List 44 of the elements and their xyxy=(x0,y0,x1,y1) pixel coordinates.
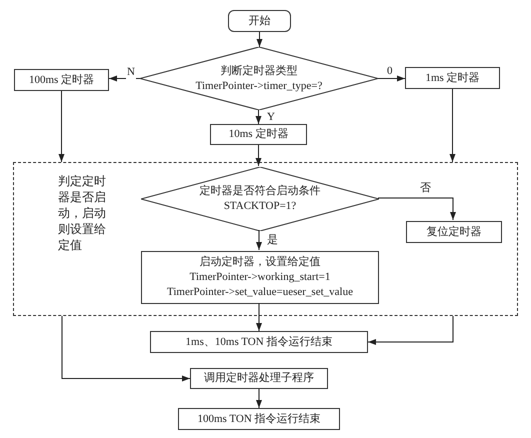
process-box xyxy=(405,67,500,89)
arrow xyxy=(108,76,140,82)
group-note: 判定定时器是否启动，启动则设置给定值 xyxy=(58,173,107,253)
arrow xyxy=(450,88,456,162)
dashed-group-box xyxy=(13,162,518,316)
node-text: 开始 xyxy=(248,14,270,28)
node-text: 调用定时器处理子程序 xyxy=(204,371,314,386)
node-text: 10ms 定时器 xyxy=(228,127,288,142)
process-box xyxy=(406,221,502,243)
arrow xyxy=(62,316,190,382)
process-box xyxy=(178,408,340,430)
arrow xyxy=(378,76,406,82)
node-text: 1ms 定时器 xyxy=(425,70,480,86)
arrow xyxy=(256,388,262,408)
node-text: 100ms TON 指令运行结束 xyxy=(197,412,321,426)
process-box xyxy=(150,331,368,353)
process-box xyxy=(14,69,109,91)
arrow xyxy=(368,316,454,345)
arrow xyxy=(58,90,64,162)
process-box xyxy=(190,368,328,389)
arrow xyxy=(256,302,262,332)
node-text: 复位定时器 xyxy=(426,224,482,240)
decision-diamond xyxy=(140,47,378,110)
node-text: 1ms、10ms TON 指令运行结束 xyxy=(186,334,332,350)
process-box xyxy=(141,251,379,304)
decision-diamond xyxy=(141,167,379,231)
process-box xyxy=(210,124,307,145)
edge-label: 否 xyxy=(419,182,432,195)
arrow xyxy=(378,198,456,220)
node-text: 启动定时器，设置给定值 xyxy=(200,255,320,270)
arrow xyxy=(256,144,262,166)
edge-label: 是 xyxy=(266,234,279,247)
node-text: TimerPointer->working_start=1 xyxy=(190,270,330,285)
start-terminal xyxy=(228,10,291,32)
node-text: 100ms 定时器 xyxy=(28,72,94,88)
arrow xyxy=(256,32,262,48)
node-text: 判断定时器类型 xyxy=(220,64,298,78)
edge-label: N xyxy=(126,66,136,79)
arrow xyxy=(256,110,262,124)
node-text: TimerPointer->set_value=ueser_set_value xyxy=(167,285,353,300)
node-text: TimerPointer->timer_type=? xyxy=(196,78,322,94)
arrow xyxy=(256,230,262,250)
node-text: STACKTOP=1? xyxy=(224,199,296,214)
node-text: 定时器是否符合启动条件 xyxy=(200,184,320,199)
